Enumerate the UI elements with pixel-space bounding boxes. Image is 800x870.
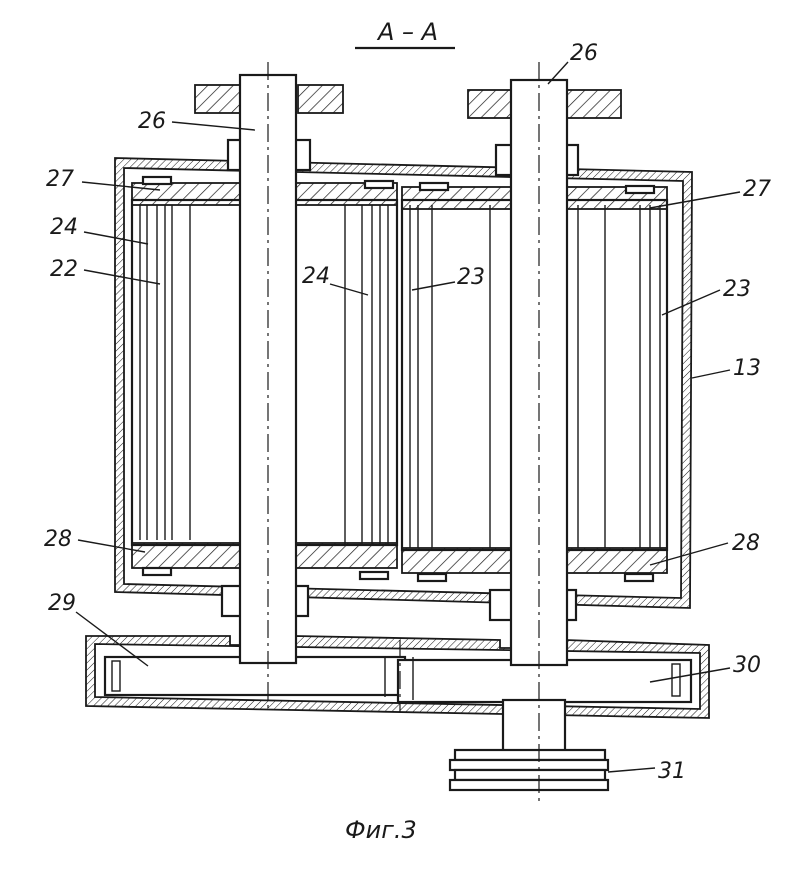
flange-block: [626, 186, 654, 193]
label-30: 30: [733, 653, 761, 678]
flange-block: [143, 568, 171, 575]
label-13: 13: [733, 356, 761, 381]
pulley-31: [450, 750, 608, 790]
gear-30: [398, 660, 691, 702]
flange-block: [143, 177, 171, 184]
section-title: А – А: [376, 18, 438, 46]
label-26-left: 26: [138, 109, 166, 134]
flange-block: [418, 574, 446, 581]
top-support-right-a: [468, 90, 512, 118]
shaft-26-right-extension: [503, 700, 565, 752]
flange-block: [360, 572, 388, 579]
flange-block: [420, 183, 448, 190]
label-24-center: 24: [302, 264, 330, 289]
top-support-left-a: [195, 85, 240, 113]
label-27-right: 27: [743, 177, 771, 202]
label-31: 31: [658, 759, 686, 784]
label-28-left: 28: [44, 527, 72, 552]
label-28-right: 28: [732, 531, 760, 556]
flange-block: [365, 181, 393, 188]
top-support-left-b: [298, 85, 343, 113]
label-22: 22: [50, 257, 78, 282]
label-29: 29: [48, 591, 76, 616]
figure-caption: Фиг.3: [345, 816, 417, 844]
label-23-right: 23: [723, 277, 751, 302]
label-26-right: 26: [570, 41, 598, 66]
label-23-center: 23: [457, 265, 485, 290]
top-support-right-b: [566, 90, 621, 118]
label-27-left: 27: [46, 167, 74, 192]
label-24-left: 24: [50, 215, 78, 240]
flange-block: [625, 574, 653, 581]
